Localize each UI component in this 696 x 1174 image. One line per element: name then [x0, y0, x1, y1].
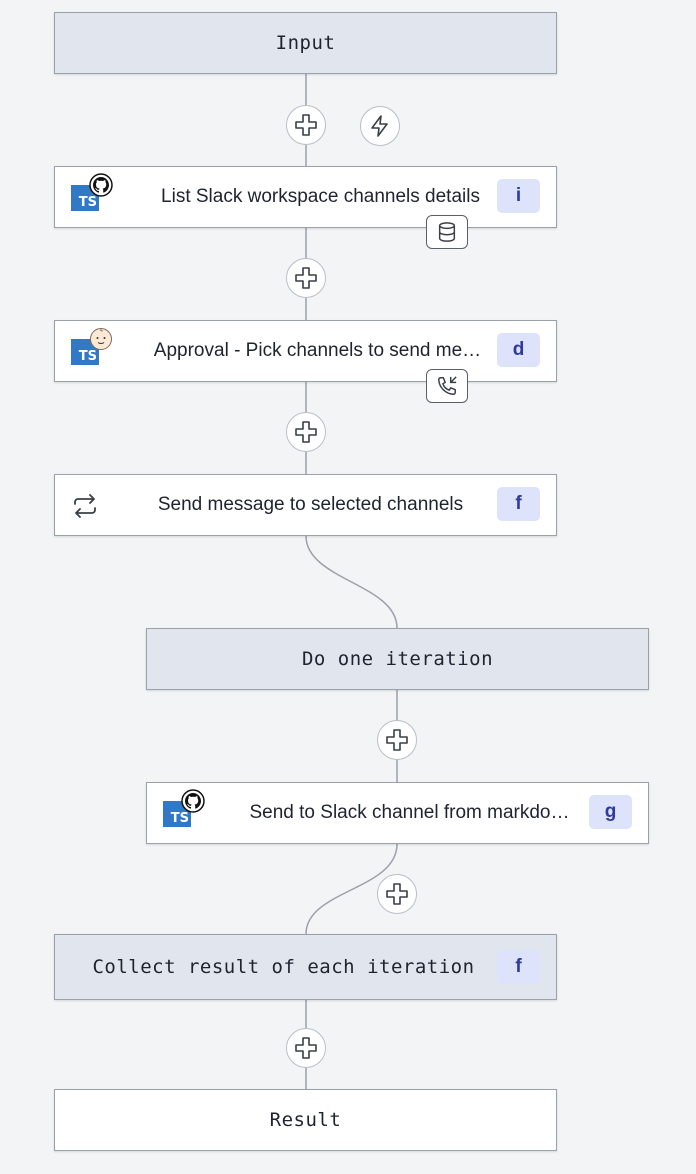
node-send-message[interactable]: Send message to selected channels f: [54, 474, 557, 536]
plus-icon: [386, 729, 408, 751]
plus-icon: [295, 267, 317, 289]
node-send-message-label: Send message to selected channels: [157, 494, 464, 515]
add-trigger-button[interactable]: [360, 106, 400, 146]
node-send-slack-label: Send to Slack channel from markdo…: [249, 802, 570, 823]
node-do-iteration[interactable]: Do one iteration: [146, 628, 649, 690]
edge-slack-to-collect: [305, 843, 398, 935]
node-do-iteration-label: Do one iteration: [301, 648, 494, 670]
node-approval[interactable]: TS Approval - Pick channels to send me… …: [54, 320, 557, 382]
edge-send-to-iteration: [305, 535, 398, 629]
plus-icon: [295, 114, 317, 136]
node-collect[interactable]: Collect result of each iteration f: [54, 934, 557, 1000]
node-list-channels-badge: i: [497, 179, 540, 213]
node-approval-badge: d: [497, 333, 540, 367]
cache-badge[interactable]: [426, 215, 468, 249]
node-list-channels[interactable]: TS List Slack workspace channels details…: [54, 166, 557, 228]
add-step-button-1[interactable]: [286, 105, 326, 145]
node-send-slack[interactable]: TS Send to Slack channel from markdo… g: [146, 782, 649, 844]
lightning-icon: [371, 115, 388, 137]
node-collect-label: Collect result of each iteration: [92, 956, 475, 978]
add-step-button-2[interactable]: [286, 258, 326, 298]
github-avatar-icon: [89, 173, 113, 197]
node-list-channels-label: List Slack workspace channels details: [161, 186, 480, 207]
suspend-badge[interactable]: [426, 369, 468, 403]
add-step-button-3[interactable]: [286, 412, 326, 452]
loop-icon: [74, 494, 96, 518]
baby-face-icon: [90, 328, 112, 350]
node-result-label: Result: [269, 1109, 342, 1131]
github-avatar-icon: [181, 789, 205, 813]
plus-icon: [386, 883, 408, 905]
database-icon: [438, 222, 456, 242]
node-send-slack-badge: g: [589, 795, 632, 829]
plus-icon: [295, 421, 317, 443]
node-approval-label: Approval - Pick channels to send me…: [153, 340, 482, 361]
node-result[interactable]: Result: [54, 1089, 557, 1151]
add-step-button-6[interactable]: [286, 1028, 326, 1068]
add-step-button-5[interactable]: [377, 874, 417, 914]
node-collect-badge: f: [497, 950, 540, 984]
plus-icon: [295, 1037, 317, 1059]
node-send-message-badge: f: [497, 487, 540, 521]
add-step-button-4[interactable]: [377, 720, 417, 760]
phone-incoming-icon: [438, 376, 457, 395]
node-input-label: Input: [275, 32, 336, 54]
node-input[interactable]: Input: [54, 12, 557, 74]
